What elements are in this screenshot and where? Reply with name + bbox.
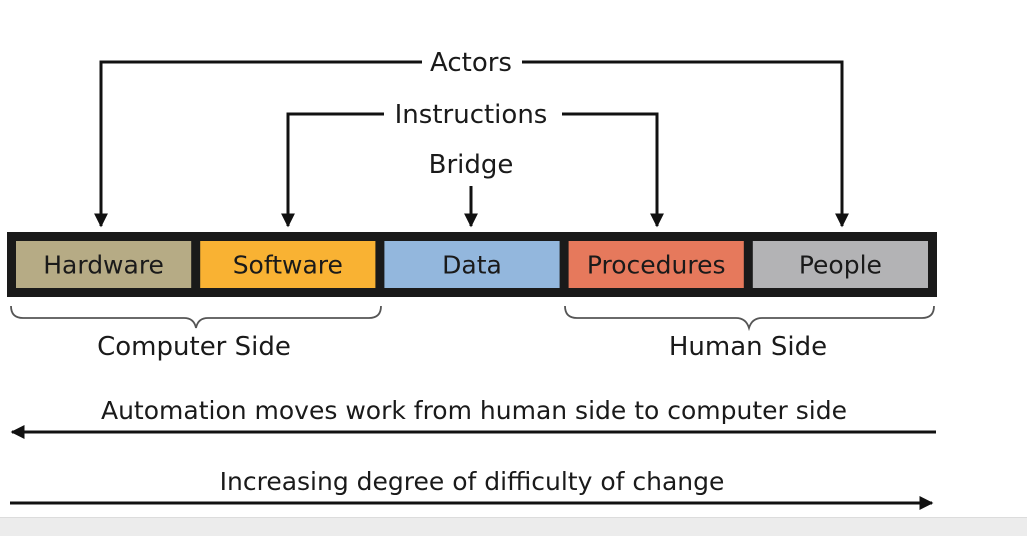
component-label-software: Software: [233, 251, 343, 280]
actors-connector: [94, 60, 849, 228]
instructions-connector: [281, 112, 664, 228]
automation-label: Automation moves work from human side to…: [101, 396, 847, 425]
component-box-procedures: [568, 241, 744, 288]
window-bottom-edge: [0, 517, 1027, 536]
components-row: Hardware Software Data Procedures People: [16, 241, 928, 288]
component-label-hardware: Hardware: [43, 251, 164, 280]
computer-side-brace: [10, 305, 382, 329]
component-box-people: [752, 241, 928, 288]
computer-side-label: Computer Side: [97, 332, 291, 362]
component-label-procedures: Procedures: [587, 251, 726, 280]
instructions-label: Instructions: [395, 100, 548, 130]
actors-label: Actors: [430, 48, 512, 78]
component-label-data: Data: [442, 251, 502, 280]
component-box-software: [200, 241, 376, 288]
human-side-label: Human Side: [669, 332, 827, 362]
component-label-people: People: [799, 251, 882, 280]
human-side-brace: [564, 305, 935, 332]
difficulty-label: Increasing degree of difficulty of chang…: [220, 467, 725, 496]
component-box-data: [384, 241, 560, 288]
bridge-label: Bridge: [429, 150, 514, 180]
component-box-hardware: [16, 241, 192, 288]
